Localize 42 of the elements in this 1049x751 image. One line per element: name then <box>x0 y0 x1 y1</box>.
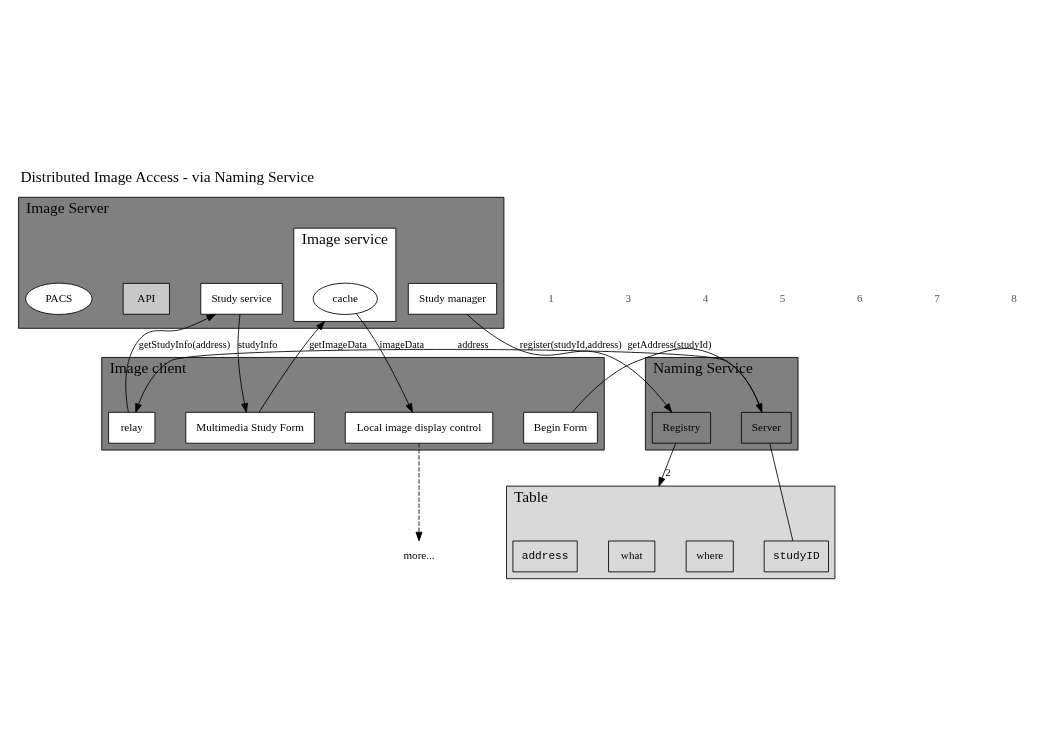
node-text: more... <box>403 548 435 561</box>
node-box: Begin Form <box>523 411 598 444</box>
edge-label: imageData <box>379 338 425 350</box>
node-ellipse: PACS <box>25 282 93 315</box>
node-box: what <box>608 540 656 572</box>
edge-label: getImageData <box>309 338 367 350</box>
diagram-title: Distributed Image Access - via Naming Service <box>20 167 315 185</box>
node-box: API <box>122 282 170 315</box>
edge-label: getStudyInfo(address) <box>138 338 231 350</box>
label: 1 <box>548 291 554 304</box>
node-box: where <box>685 540 734 572</box>
connector <box>769 442 794 541</box>
node-box: Study manager <box>407 282 498 315</box>
arrow <box>355 312 413 413</box>
label: 7 <box>934 291 940 304</box>
arrow <box>258 320 325 413</box>
label: 6 <box>857 291 863 304</box>
edge-label: address <box>457 338 489 350</box>
node-box: relay <box>108 411 156 444</box>
node-box: Registry <box>651 411 711 444</box>
arrow <box>135 348 763 413</box>
label: 3 <box>625 291 632 304</box>
edge-label: 2 <box>665 466 671 478</box>
node-box: Study service <box>200 282 283 315</box>
label: 4 <box>702 291 709 304</box>
edge-label: getAddress(studyId) <box>627 338 712 350</box>
arrow <box>466 313 673 413</box>
node-box: studyID <box>763 540 829 572</box>
label: 5 <box>779 291 786 304</box>
node-ellipse: cache <box>312 282 378 315</box>
node-box: Multimedia Study Form <box>185 411 315 444</box>
edge-label: studyInfo <box>238 338 278 350</box>
arrow <box>415 442 423 541</box>
arrow <box>237 313 248 413</box>
arrow <box>572 347 763 413</box>
node-box: Local image display control <box>344 411 494 444</box>
node-box: Server <box>741 411 792 444</box>
arrow <box>658 442 677 487</box>
node-box: address <box>512 540 578 572</box>
arrow <box>125 313 216 413</box>
edge-label: register(studyId,address) <box>519 338 622 350</box>
label: 8 <box>1011 291 1017 304</box>
